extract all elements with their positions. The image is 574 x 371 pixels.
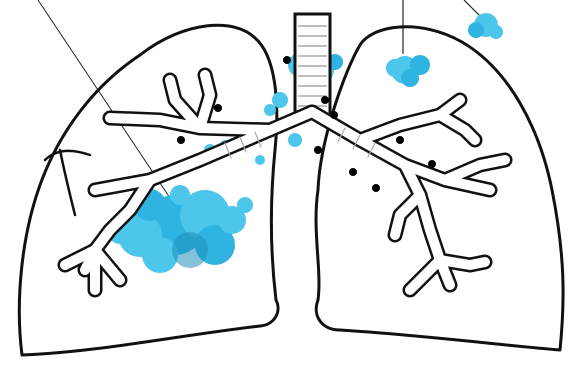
left-lung-outline [316,27,563,350]
lymph-node-dot [372,184,380,192]
lymph-node-dot [314,146,322,154]
lesion-cluster-apex [468,13,503,39]
lymph-node-dot [349,168,357,176]
lymph-node-dot [330,111,338,119]
lymph-node-dot [396,136,404,144]
lymph-node-dot [177,136,185,144]
lymph-node-dot [321,96,329,104]
lymph-node-dot [214,104,222,112]
bronchial-tree [65,75,505,290]
lymph-node-dot [428,160,436,168]
lymph-node-dot [283,56,291,64]
lesion-cluster-upper-left-lobe [386,55,430,87]
